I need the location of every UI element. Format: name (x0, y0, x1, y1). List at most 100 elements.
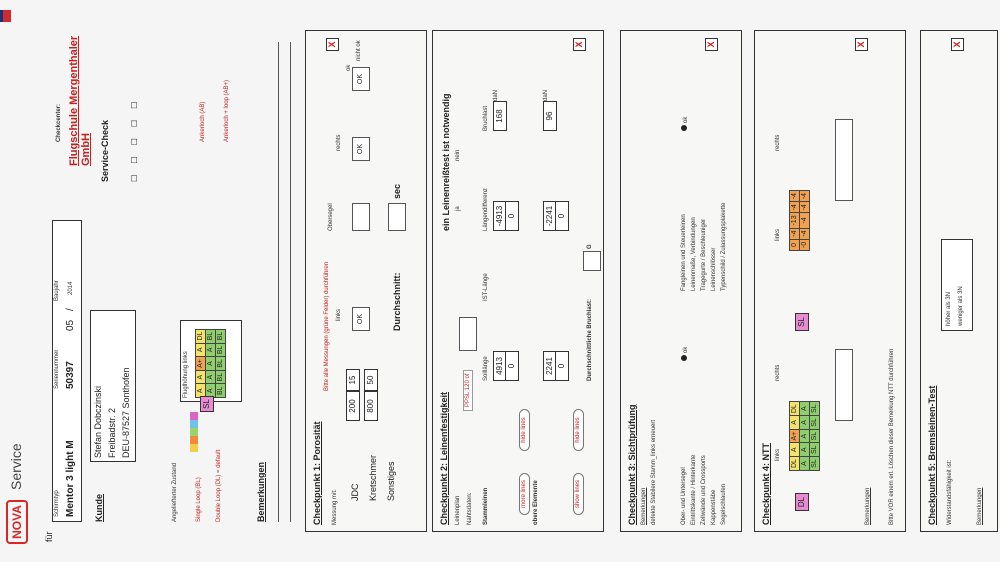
checkpoint-2: Checkpunkt 2: Leinenfestigkeit ein Leine… (432, 30, 604, 532)
cp2-not-ok-box[interactable]: X (573, 38, 586, 51)
cp2-bruchlast: Bruchlast (483, 105, 489, 131)
delivered-state-label: Angeliefterter Zustand (172, 462, 178, 522)
cp3-item-right-5: Typenschild / Zulassungsplakette (721, 202, 727, 291)
cp2-diff-4: 0 (555, 201, 569, 231)
cp2-obere-elemente: obere Elemente (533, 480, 539, 525)
cp1-sec: sec (392, 183, 402, 199)
cp1-sonstiges: Sonstiges (386, 461, 396, 501)
cp3-item-left-2: Eintrittskante / Hinterkante (691, 454, 697, 525)
cp5-remarks-label: Bemerkungen (977, 487, 983, 525)
cp3-item-left-4: Kappenstäbe (711, 489, 717, 525)
checkcenter-label: Checkcenter: (56, 103, 62, 142)
cp3-not-ok-box[interactable]: X (705, 38, 718, 51)
cp2-soll-2: 0 (505, 351, 519, 381)
abcd-swatches (190, 412, 200, 452)
cp1-green-value: 232 (352, 203, 370, 231)
cp5-not-ok-box[interactable]: X (951, 38, 964, 51)
cp1-ok-label: ok (346, 64, 352, 71)
cp2-g-value: 13 (583, 251, 601, 271)
checkpoint-4: Checkpunkt 4: NTT links rechts links rec… (754, 30, 906, 532)
cp2-ja: ja (455, 206, 461, 211)
cp5-opt2[interactable]: weniger als 3N (958, 286, 964, 326)
cp1-links: links (336, 308, 342, 321)
cp5-options: höher als 3N weniger als 3N (941, 239, 973, 331)
cp3-ok-right[interactable]: ok (681, 117, 689, 131)
customer-label: Kunde (94, 494, 104, 522)
cp3-item-right-2: Leinenmaße, Verbindungen (691, 217, 697, 291)
cp3-item-right-3: Tragegurte / Beschleuniger (701, 218, 707, 291)
cp2-green-value: 4840 (459, 317, 477, 351)
cp4-not-ok-box[interactable]: X (855, 38, 868, 51)
single-loop-label: Single Loop (BL) (196, 477, 202, 522)
service-title: Service (8, 443, 24, 490)
glider-type: Mentor 3 light M (65, 440, 76, 517)
year-label: Baujahr (54, 280, 60, 301)
cp1-jdc: JDC (350, 483, 360, 502)
cp2-avg-label: Durchschnittliche Bruchlast: (587, 298, 593, 381)
cp5-opt1[interactable]: höher als 3N (946, 291, 952, 326)
cp1-ok-right-button[interactable]: OK (352, 137, 370, 161)
type-label: Schirmtyp (54, 490, 60, 517)
cp4-rechts-left: rechts (775, 364, 781, 381)
for-label: für (44, 531, 54, 542)
ankerloch-loop-label: Ankerloch + loop (AB+) (224, 79, 230, 142)
cp2-nahtsdaten: Nahtsdaten: (467, 492, 473, 525)
cp5-text: Widerstandsfähigkeit ist: (947, 459, 953, 525)
cp3-remark-text: defekte Stabilere Stamm_links erneuert (651, 419, 657, 525)
serial-label: Seriennummer (54, 349, 60, 389)
sl-marker: SL (200, 396, 214, 412)
cp1-not-ok-box[interactable]: X (326, 38, 339, 51)
cp2-g-unit: G (587, 244, 593, 249)
glider-month: 05 (65, 319, 76, 331)
cp4-change-button[interactable]: Veränderung ist neu (835, 119, 853, 201)
cp1-val-2: 15 (346, 369, 360, 391)
cp3-item-right-1: Fangleinen und Steuerleinen (681, 214, 687, 291)
cp2-more-lines-button[interactable]: more lines (519, 473, 530, 515)
cp4-title: Checkpunkt 4: NTT (761, 442, 771, 525)
risers-left-label: Fluglhöhung links (183, 351, 189, 398)
flag-icon (0, 10, 11, 22)
cp4-new-setting-button[interactable]: neue Einstellung (835, 349, 853, 421)
cp1-not-ok-label: nicht ok (356, 40, 362, 61)
glider-table: Schirmtyp Seriennummer Baujahr Mentor 3 … (52, 220, 82, 522)
cp1-ok-left-button[interactable]: OK (352, 307, 370, 331)
cp1-val-3: 800 (364, 391, 378, 421)
cp4-sl-marker: SL (795, 313, 809, 331)
cp3-item-left-1: Ober- und Untersegel (681, 467, 687, 525)
checkpoint-3: Checkpunkt 3: Sichtprüfung Bemerkungen d… (620, 30, 742, 532)
cp5-title: Checkpunkt 5: Bremsleinen-Test (927, 385, 937, 525)
cp2-bruch-1: 168 (493, 101, 507, 131)
cp3-remarks-label: Bemerkungen (641, 487, 647, 525)
cp3-item-right-4: Leinenschlösser (711, 247, 717, 291)
glider-serial: 50397 (65, 361, 76, 389)
cp1-avg-value: 300 (388, 203, 406, 231)
cp1-note: Bitte alle Messungen (grüne Felder) durc… (324, 261, 330, 391)
cp4-links-left: links (775, 448, 781, 461)
cp3-title: Checkpunkt 3: Sichtprüfung (627, 404, 637, 525)
cp2-show-lines-button[interactable]: show lines (573, 473, 584, 515)
remarks-top-label: Bemerkungen (256, 461, 266, 522)
cp4-links-right: links (775, 228, 781, 241)
cp1-val-1: 200 (346, 391, 360, 421)
cp1-ok-far-button[interactable]: OK (352, 67, 370, 91)
cp2-hide-lines-button-2[interactable]: hide lines (573, 409, 584, 451)
cp2-stammleinen: Stammleinen (483, 487, 489, 525)
cp2-warning: ein Leinenreißtest ist notwendig (441, 93, 451, 231)
nova-logo: NOVA (6, 500, 28, 544)
cp2-diff-2: 0 (505, 201, 519, 231)
customer-box: Stefan Dobczinski Freibadstr. 2 DEU-8752… (90, 310, 136, 462)
cp1-rechts: rechts (336, 134, 342, 151)
double-loop-label: Double Loop (DL) = default (216, 449, 222, 522)
cp2-soll-4: 0 (555, 351, 569, 381)
cp1-avg-label: Durchschnitt: (392, 272, 402, 332)
cp1-measure-label: Messung mit: (332, 489, 338, 525)
cp2-bruch-2: 96 (543, 101, 557, 131)
cp2-hide-lines-button[interactable]: hide lines (519, 409, 530, 451)
glider-slash: / (65, 308, 76, 311)
customer-name: Stefan Dobczinski (93, 385, 103, 458)
cp3-ok-left[interactable]: ok (681, 347, 689, 361)
